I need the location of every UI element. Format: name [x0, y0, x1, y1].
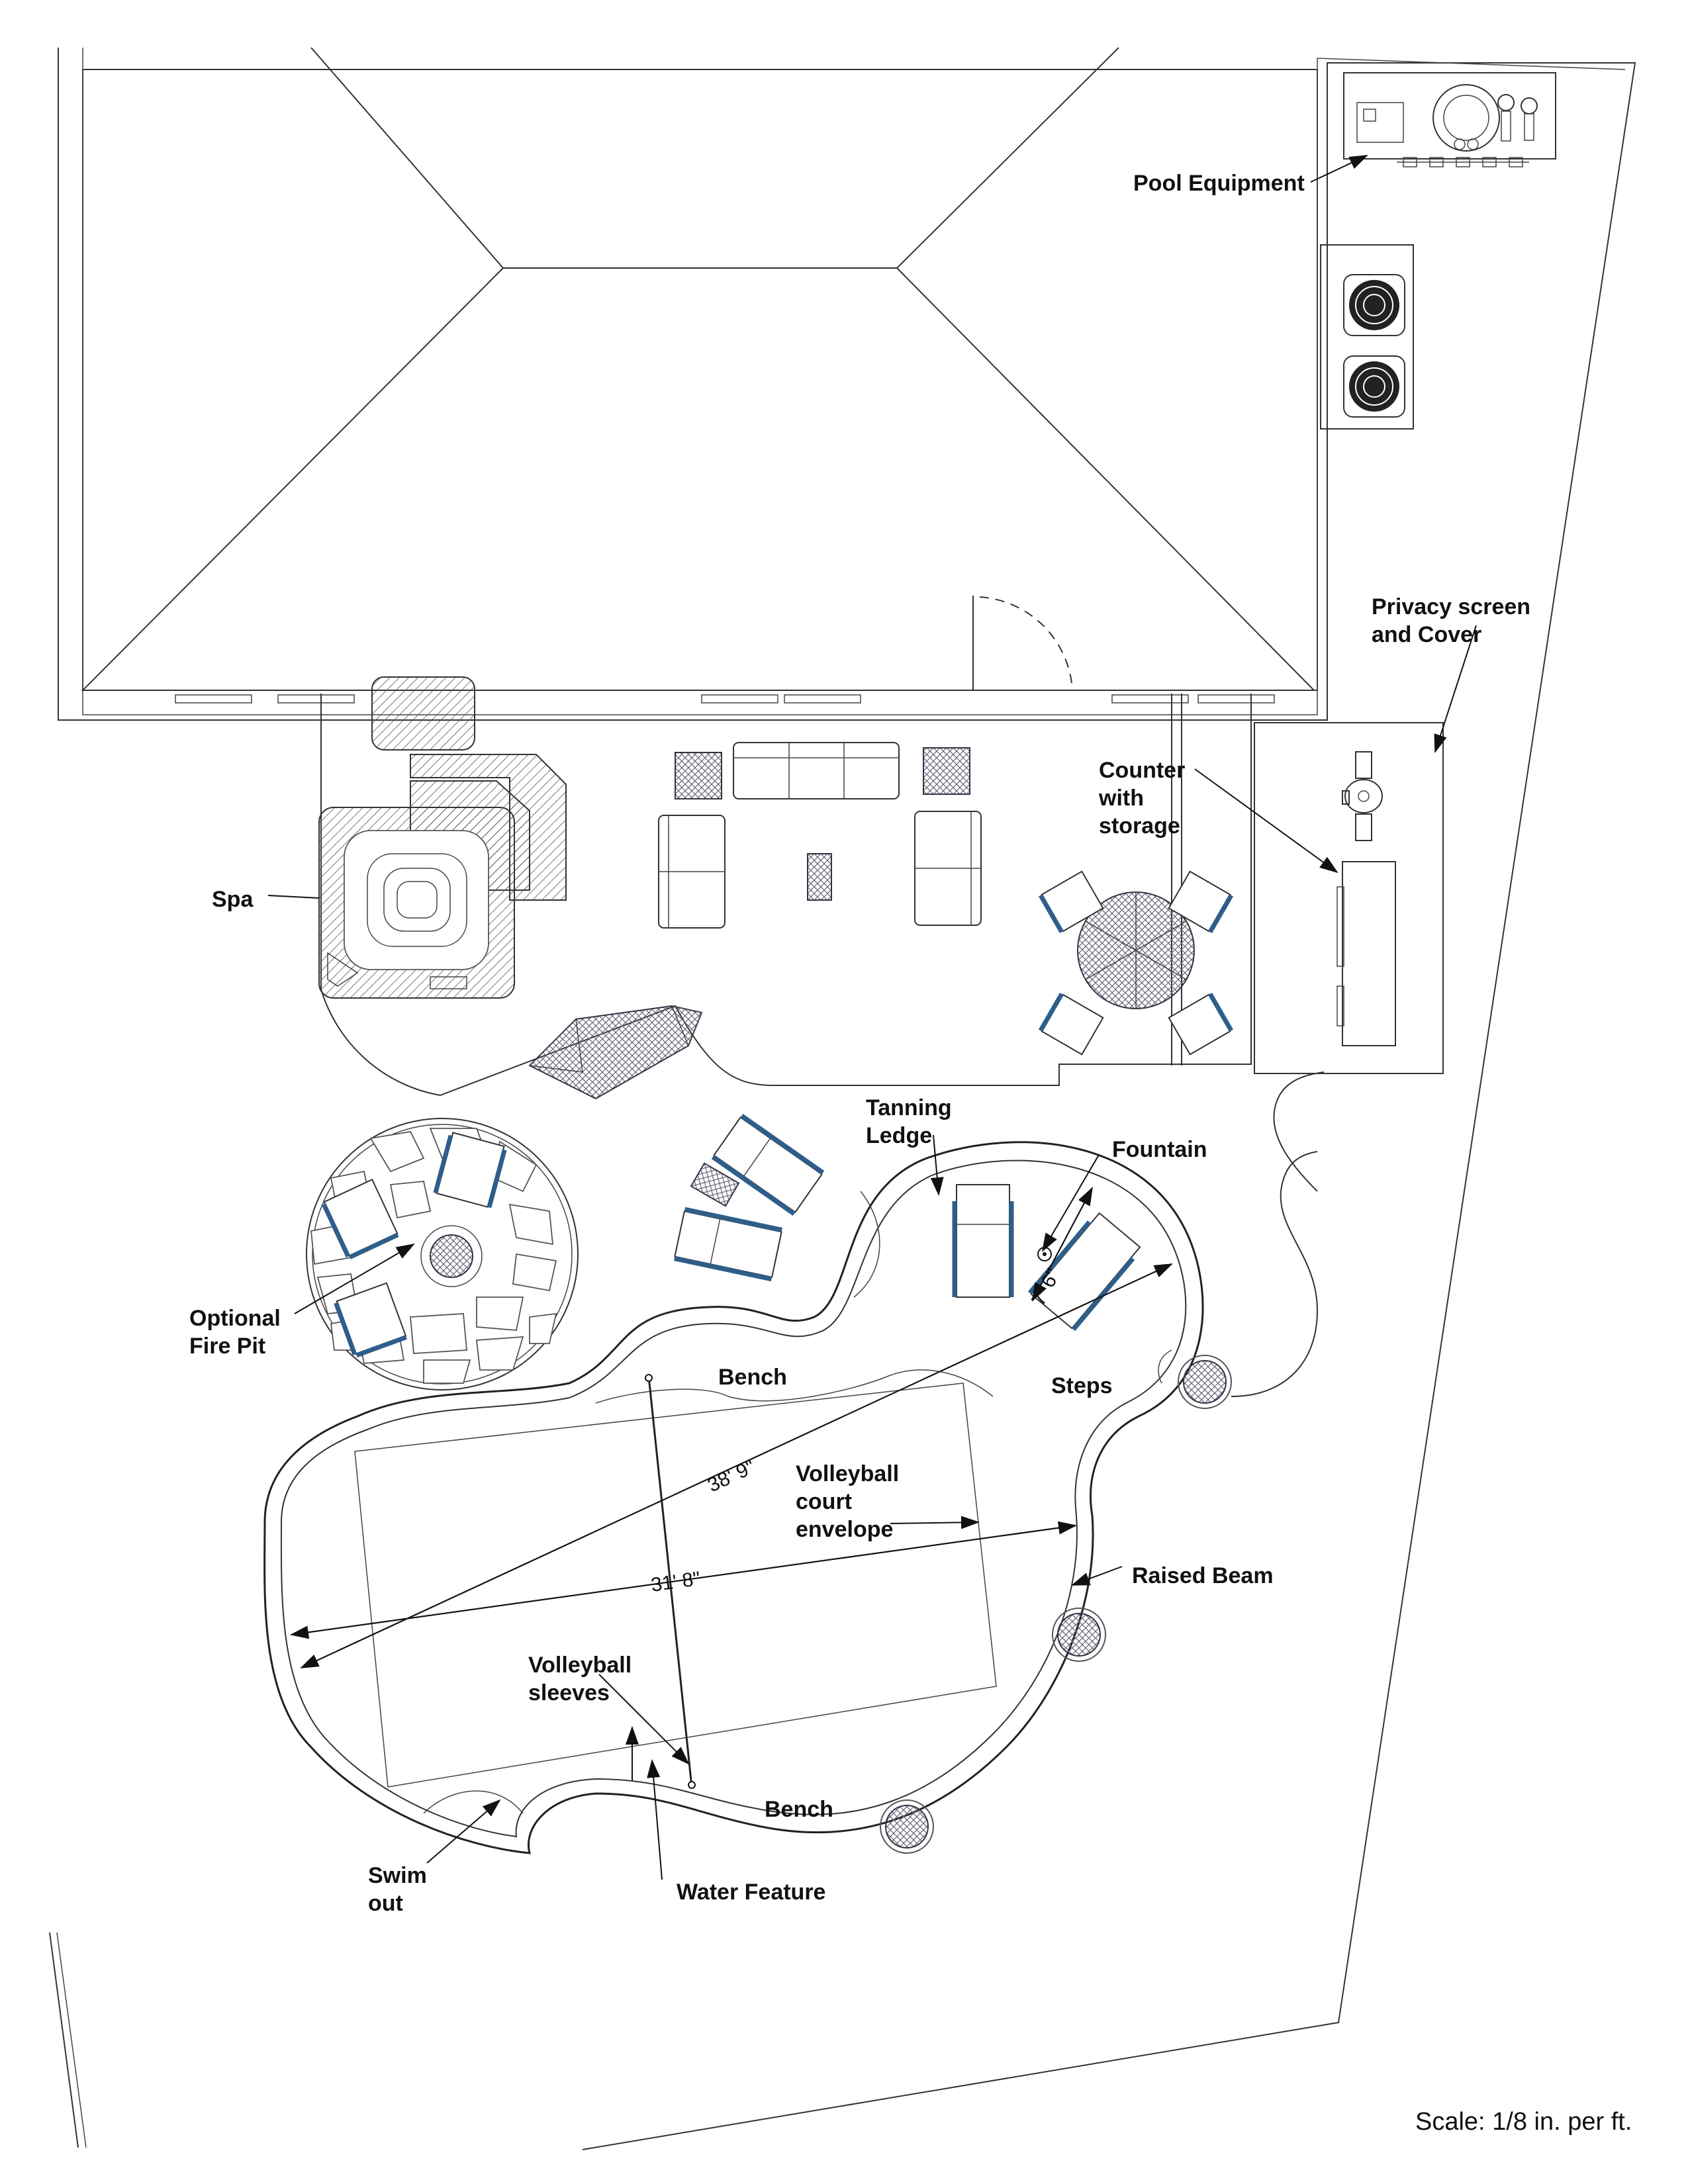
label-water-feature: Water Feature	[677, 1880, 825, 1905]
spa	[318, 754, 567, 999]
pool-equipment-pad	[1343, 72, 1556, 167]
loveseat-left	[658, 815, 726, 929]
tanning-ledge-loungers	[952, 1184, 1141, 1332]
property-boundary	[49, 48, 1636, 2150]
label-fire-pit: Fire Pit	[189, 1334, 265, 1359]
house-steps	[371, 676, 475, 751]
label-optional: Optional	[189, 1306, 281, 1331]
patio-umbrella	[528, 1005, 703, 1100]
label-swim: Swim	[368, 1863, 427, 1888]
label-ledge: Ledge	[866, 1123, 932, 1148]
label-pool-equipment: Pool Equipment	[1133, 171, 1305, 196]
label-sleeves: sleeves	[528, 1680, 610, 1706]
ac-units	[1320, 244, 1414, 430]
dimension-lines	[290, 1187, 1173, 1668]
deck-chaise-lounges	[674, 1113, 825, 1282]
label-steps: Steps	[1051, 1373, 1113, 1398]
dimension-diagonal: 38' 9"	[704, 1456, 759, 1497]
rear-door	[972, 596, 1073, 691]
house-roof	[81, 47, 1318, 691]
loveseat-right	[914, 811, 982, 926]
label-out: out	[368, 1891, 403, 1916]
label-fountain: Fountain	[1112, 1137, 1207, 1162]
dimension-text: 38' 9" 31' 8" 7' 6"	[649, 1265, 1064, 1596]
label-envelope: envelope	[796, 1517, 893, 1542]
dining-set	[1038, 870, 1234, 1056]
label-counter-with: with	[1098, 786, 1144, 811]
label-counter: Counter	[1099, 758, 1185, 783]
plan-labels: Pool Equipment Privacy screen and Cover …	[189, 171, 1530, 1916]
side-tables	[675, 747, 970, 901]
fire-pit-area	[306, 1118, 579, 1390]
pool	[263, 1141, 1204, 1854]
label-raised-beam: Raised Beam	[1132, 1563, 1274, 1588]
dimension-width: 31' 8"	[649, 1568, 702, 1596]
scale-note: Scale: 1/8 in. per ft.	[1415, 2108, 1632, 2136]
patio-outline	[320, 694, 1252, 1097]
label-spa: Spa	[212, 887, 254, 912]
label-court: court	[796, 1489, 852, 1514]
privacy-screen-cover	[1231, 722, 1444, 1397]
label-volleyball-court: Volleyball	[796, 1461, 899, 1486]
label-volleyball-sleeves: Volleyball	[528, 1653, 632, 1678]
leader-lines	[267, 155, 1477, 1880]
raised-beam-columns	[880, 1355, 1232, 1854]
label-tanning: Tanning	[866, 1095, 952, 1120]
label-counter-storage: storage	[1099, 813, 1180, 839]
sofa-top	[733, 742, 900, 799]
label-privacy-cover: and Cover	[1372, 622, 1481, 647]
house-windows	[175, 694, 1275, 704]
label-bench-top: Bench	[718, 1365, 787, 1390]
label-bench-bottom: Bench	[765, 1797, 833, 1822]
label-privacy-screen: Privacy screen	[1372, 594, 1530, 619]
